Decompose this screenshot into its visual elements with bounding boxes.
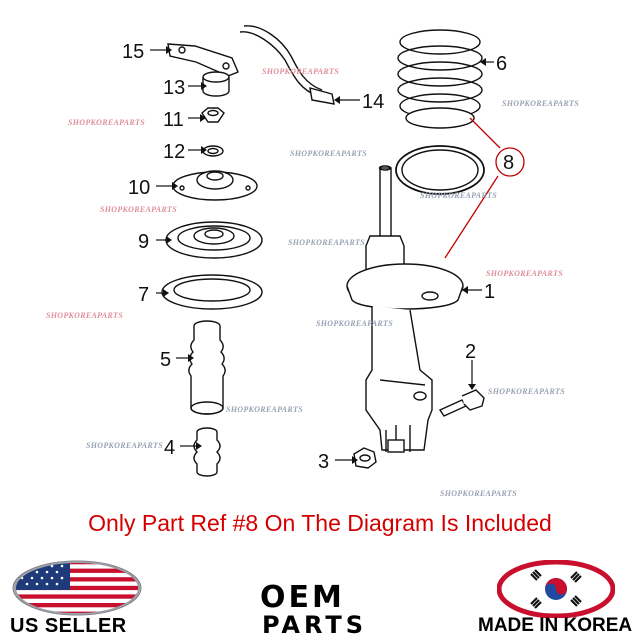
part-4-bump-stop: [193, 427, 221, 477]
svg-text:SHOPKOREAPARTS: SHOPKOREAPARTS: [86, 441, 163, 450]
svg-text:SHOPKOREAPARTS: SHOPKOREAPARTS: [100, 205, 177, 214]
included-part-notice: Only Part Ref #8 On The Diagram Is Inclu…: [88, 510, 552, 536]
callout-5: 5: [160, 349, 171, 371]
part-9-bearing: [165, 221, 263, 259]
callout-10: 10: [128, 177, 150, 199]
callout-14: 14: [362, 91, 384, 113]
svg-text:SHOPKOREAPARTS: SHOPKOREAPARTS: [420, 191, 497, 200]
korea-flag-icon: [497, 560, 615, 618]
part-3-nut: [353, 447, 377, 469]
svg-text:SHOPKOREAPARTS: SHOPKOREAPARTS: [502, 99, 579, 108]
part-5-dust-boot: [188, 320, 226, 415]
part-8-highlight: [444, 117, 525, 259]
us-flag-icon: [12, 560, 142, 616]
callout-9: 9: [138, 231, 149, 253]
callout-1: 1: [484, 281, 495, 303]
svg-text:SHOPKOREAPARTS: SHOPKOREAPARTS: [486, 269, 563, 278]
svg-text:SHOPKOREAPARTS: SHOPKOREAPARTS: [440, 489, 517, 498]
watermarks: SHOPKOREAPARTS SHOPKOREAPARTS SHOPKOREAP…: [46, 67, 579, 498]
leader-lines: [150, 49, 494, 461]
part-13-bushing: [202, 71, 230, 97]
strut-assembly-diagram: 15 13 11 12 10 9 7 5 4 14 6 8 1 2 3 SHOP…: [46, 25, 579, 498]
oem-label: OEM: [260, 580, 345, 615]
callout-3: 3: [318, 451, 329, 473]
part-1-strut: [346, 165, 464, 453]
svg-text:SHOPKOREAPARTS: SHOPKOREAPARTS: [316, 319, 393, 328]
made-in-korea-label: MADE IN KOREA: [478, 615, 633, 636]
svg-text:SHOPKOREAPARTS: SHOPKOREAPARTS: [288, 238, 365, 247]
callout-8: 8: [503, 152, 514, 174]
callout-6: 6: [496, 53, 507, 75]
part-6-coil-spring: [397, 29, 483, 129]
us-seller-label: US SELLER: [10, 615, 127, 637]
callout-2: 2: [465, 341, 476, 363]
parts-label: PARTS: [262, 611, 368, 639]
svg-text:SHOPKOREAPARTS: SHOPKOREAPARTS: [488, 387, 565, 396]
part-12-washer: [202, 145, 224, 157]
svg-text:SHOPKOREAPARTS: SHOPKOREAPARTS: [46, 311, 123, 320]
part-10-strut-mount: [172, 170, 258, 201]
svg-text:SHOPKOREAPARTS: SHOPKOREAPARTS: [262, 67, 339, 76]
callout-13: 13: [163, 77, 185, 99]
part-8-spring-pad: [395, 145, 485, 195]
callout-15: 15: [122, 41, 144, 63]
svg-text:SHOPKOREAPARTS: SHOPKOREAPARTS: [68, 118, 145, 127]
callout-12: 12: [163, 141, 185, 163]
callout-4: 4: [164, 437, 175, 459]
svg-text:SHOPKOREAPARTS: SHOPKOREAPARTS: [226, 405, 303, 414]
part-11-nut: [201, 107, 225, 123]
part-15-bracket: [167, 43, 239, 77]
callout-7: 7: [138, 284, 149, 306]
svg-text:SHOPKOREAPARTS: SHOPKOREAPARTS: [290, 149, 367, 158]
callout-11: 11: [163, 109, 184, 131]
part-7-insulator: [161, 274, 263, 310]
part-14-stabilizer-link: [239, 25, 335, 105]
part-2-bolt: [438, 389, 485, 417]
